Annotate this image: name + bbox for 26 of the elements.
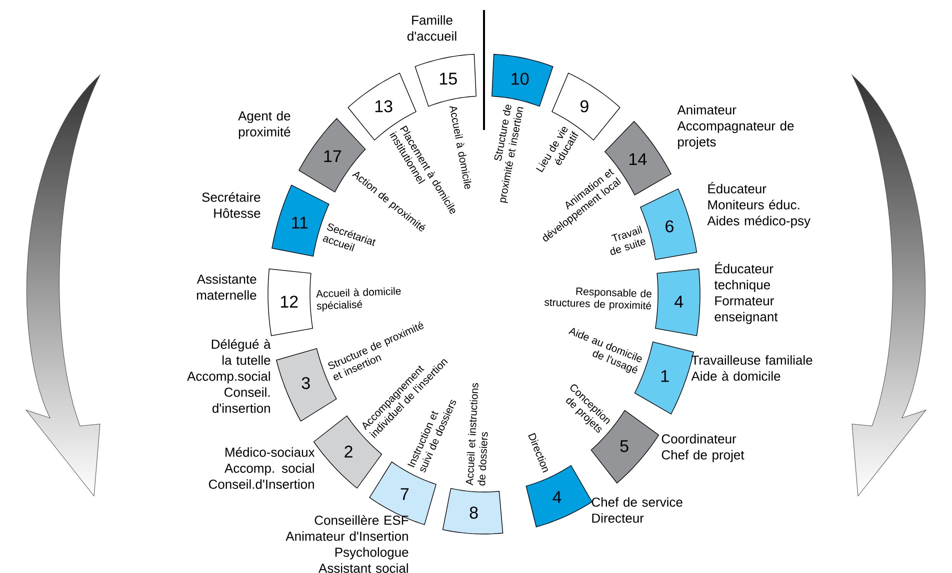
job-title-label: Éducateur technique Formateur enseignant: [714, 262, 778, 324]
activity-label: Travail de suite: [610, 226, 646, 256]
job-title-label: Conseillère ESF Animateur d'Insertion Psychologue Assistant social: [286, 515, 408, 573]
job-title-label: Chef de service Directeur: [592, 497, 682, 523]
job-title-label: Travailleuse familiale Aide à domicile: [691, 355, 812, 381]
number-segment: 15: [414, 54, 476, 107]
job-title-label: Coordinateur Chef de projet: [662, 434, 744, 462]
job-title-label: Délégué à la tutelle Accomp.social Conseil. d'insertion: [187, 339, 271, 413]
job-title-label: Éducateur Moniteurs éduc. Aides médico-psy: [707, 182, 810, 228]
number-segment: 4: [654, 268, 700, 336]
job-title-label: Famille d'accueil: [407, 15, 456, 41]
activity-label: Accueil et instructions de dossiers: [466, 383, 488, 486]
activity-label: Accueil à domicile: [449, 106, 472, 190]
job-title-label: Agent de proximité: [238, 110, 290, 140]
activity-label: Accueil à domicile spécialisé: [316, 287, 401, 312]
job-title-label: Assistante maternelle: [196, 274, 256, 300]
node-label: Animateur d'Insertion: [286, 531, 408, 541]
activity-label: Responsable de structures de proximité: [544, 288, 652, 310]
job-title-label: Animateur Accompagnateur de projets: [677, 104, 794, 150]
node-label: Psychologue: [335, 547, 408, 560]
job-title-label: Médico-sociaux Accomp. social Conseil.d'Insertion: [208, 447, 315, 489]
node-label: Conseillère ESF: [314, 515, 408, 525]
node-label: Assistant social: [318, 563, 408, 573]
activity-label: Structure de proximité et insertion: [494, 104, 524, 204]
job-title-label: Secrétaire Hôtesse: [202, 192, 260, 218]
number-segment: 8: [442, 488, 504, 534]
